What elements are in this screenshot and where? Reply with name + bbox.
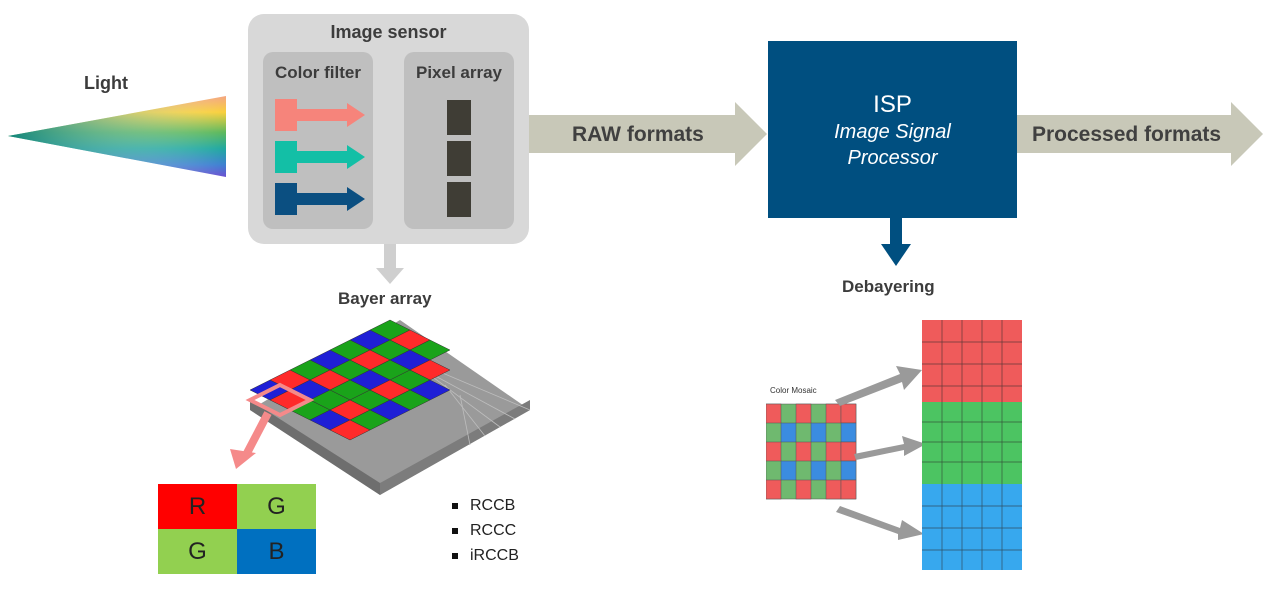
bayer-variants-list: RCCB RCCC iRCCB: [452, 493, 519, 568]
blue-filter-arrow-icon: [275, 183, 365, 215]
bayer-array-label: Bayer array: [338, 289, 432, 308]
isp-subtitle-line2: Processor: [847, 147, 938, 169]
pixel-cell: [447, 100, 471, 135]
red-plane: [922, 320, 1022, 410]
color-filter-label: Color filter: [275, 63, 361, 82]
isp-title: ISP: [873, 91, 912, 118]
mosaic-cells: [766, 403, 857, 500]
list-item-text: iRCCB: [470, 546, 519, 564]
processed-formats-label: Processed formats: [1032, 123, 1222, 146]
rggb-cell-g2: G: [158, 529, 237, 574]
sensor-down-arrow: [376, 244, 404, 284]
pixel-cell: [447, 182, 471, 217]
debayering-label: Debayering: [842, 277, 935, 296]
pointer-arrowhead-icon: [230, 449, 256, 469]
list-item: RCCB: [452, 493, 519, 518]
bayer-color-cells: [249, 319, 451, 441]
pixel-array-panel: Pixel array: [404, 52, 514, 229]
bullet-icon: [452, 552, 458, 559]
green-filter-arrow-icon: [275, 141, 365, 173]
debayered-planes-illustration: [922, 320, 1022, 570]
mosaic-arrows: [835, 366, 926, 540]
pixel-cell: [447, 141, 471, 176]
raw-formats-arrow: [529, 102, 767, 166]
list-item: RCCC: [452, 518, 519, 543]
color-filter-panel: Color filter: [263, 52, 373, 229]
light-cone: [8, 96, 226, 177]
highlight-pointer-arrow-icon: [242, 411, 272, 457]
list-item: iRCCB: [452, 543, 519, 568]
blue-plane: [922, 484, 1022, 570]
rggb-cell-g1: G: [237, 484, 316, 529]
isp-down-arrow: [881, 218, 911, 266]
rggb-cell-r: R: [158, 484, 237, 529]
isp-box: ISP Image Signal Processor: [768, 41, 1017, 218]
rggb-cell-b: B: [237, 529, 316, 574]
color-mosaic-illustration: [766, 403, 857, 500]
image-sensor-box: Image sensor Color filter Pixel array: [248, 14, 529, 244]
red-filter-arrow-icon: [275, 99, 365, 131]
raw-formats-label: RAW formats: [572, 123, 704, 146]
processed-formats-arrow: [1017, 102, 1263, 166]
image-sensor-title: Image sensor: [330, 22, 447, 42]
bullet-icon: [452, 527, 458, 534]
color-mosaic-label: Color Mosaic: [770, 386, 817, 395]
light-label: Light: [84, 73, 128, 93]
bayer-array-illustration: [242, 319, 531, 495]
isp-subtitle-line1: Image Signal: [834, 121, 951, 143]
rggb-highlight: [245, 382, 315, 418]
rggb-grid: R G G B: [158, 484, 316, 574]
list-item-text: RCCB: [470, 496, 516, 514]
list-item-text: RCCC: [470, 521, 517, 539]
pixel-array-label: Pixel array: [415, 63, 502, 82]
filter-arrows: [275, 99, 365, 215]
bullet-icon: [452, 502, 458, 509]
green-plane: [922, 402, 1022, 484]
